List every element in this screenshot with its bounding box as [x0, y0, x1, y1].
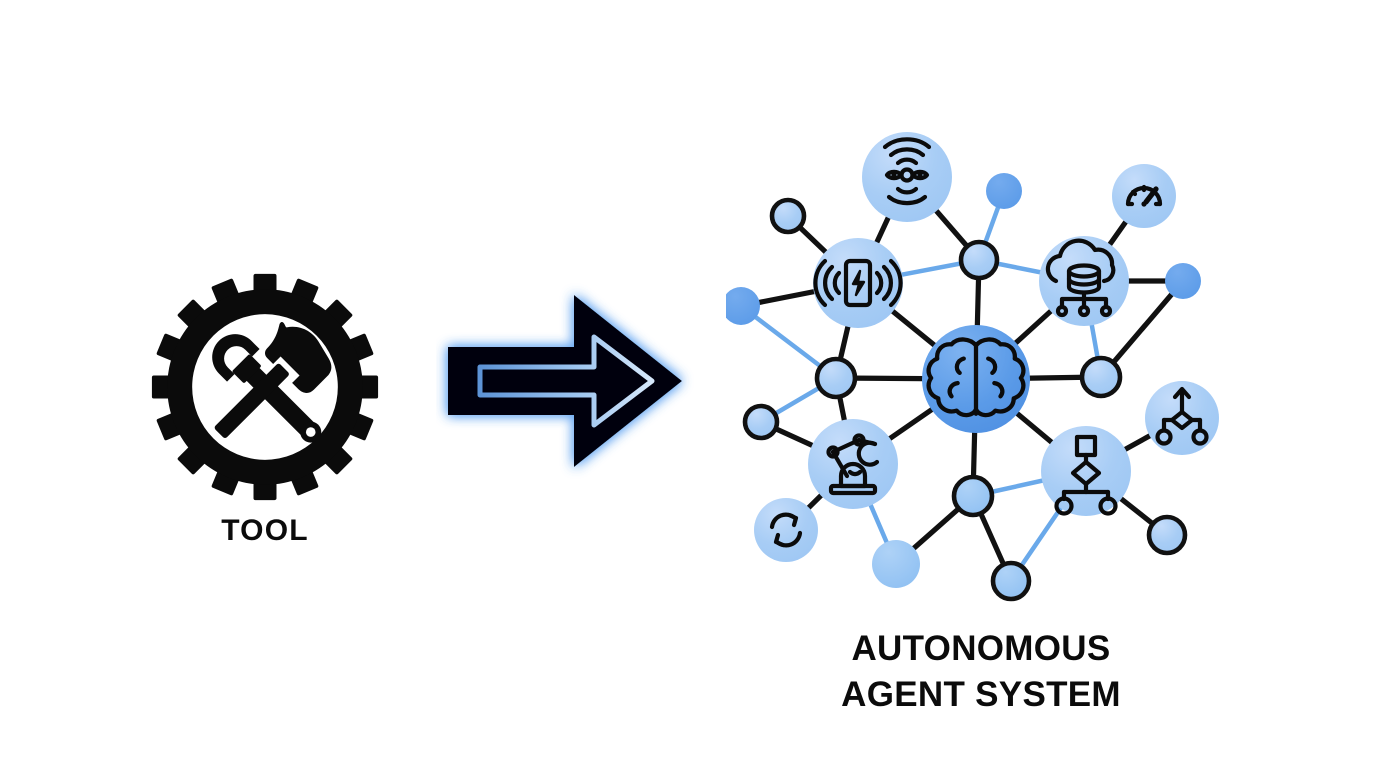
decision-tree-node[interactable] [1145, 381, 1219, 455]
connector-node-solid-top[interactable] [986, 173, 1022, 209]
tool-panel: TOOL [140, 272, 390, 562]
connector-node-left-mid[interactable] [814, 356, 858, 400]
flowchart-icon [1054, 434, 1118, 516]
refresh-sync-icon [769, 512, 803, 548]
connector-node-top-hub[interactable] [958, 239, 1000, 281]
sync-node[interactable] [754, 498, 818, 562]
autonomous-agent-network-diagram [722, 126, 1236, 616]
workflow-node[interactable] [1041, 426, 1131, 516]
right-arrow-icon [436, 281, 696, 481]
performance-node[interactable] [1112, 164, 1176, 228]
connector-node-bottom-hub[interactable] [951, 474, 995, 518]
cloud-database-icon [1045, 238, 1116, 318]
sensor-vision-node[interactable] [862, 132, 952, 222]
title-line-1: AUTONOMOUS [851, 629, 1111, 668]
eye-waves-icon [882, 137, 932, 206]
robot-arm-icon [826, 433, 880, 496]
brain-icon [926, 337, 1026, 418]
smartphone-signal-icon [813, 258, 903, 308]
connector-node-left-low[interactable] [742, 403, 780, 441]
tool-label: TOOL [221, 514, 309, 547]
network-node-icons [769, 137, 1209, 548]
connector-node-solid-left[interactable] [722, 287, 760, 325]
autonomous-agent-system-label: AUTONOMOUS AGENT SYSTEM [726, 626, 1236, 718]
arrow-flowchart-icon [1155, 386, 1209, 446]
gauge-icon [1125, 184, 1163, 207]
title-line-2: AGENT SYSTEM [841, 675, 1121, 714]
connector-node-solid-right[interactable] [1165, 263, 1201, 299]
connector-node-right-mid[interactable] [1079, 355, 1123, 399]
connector-node-plain-bottom[interactable] [872, 540, 920, 588]
connector-node-upper-left[interactable] [769, 197, 807, 235]
connector-node-bottom-right[interactable] [1146, 514, 1188, 556]
connector-node-bottom-center[interactable] [990, 560, 1032, 602]
gear-tools-icon [150, 272, 380, 502]
